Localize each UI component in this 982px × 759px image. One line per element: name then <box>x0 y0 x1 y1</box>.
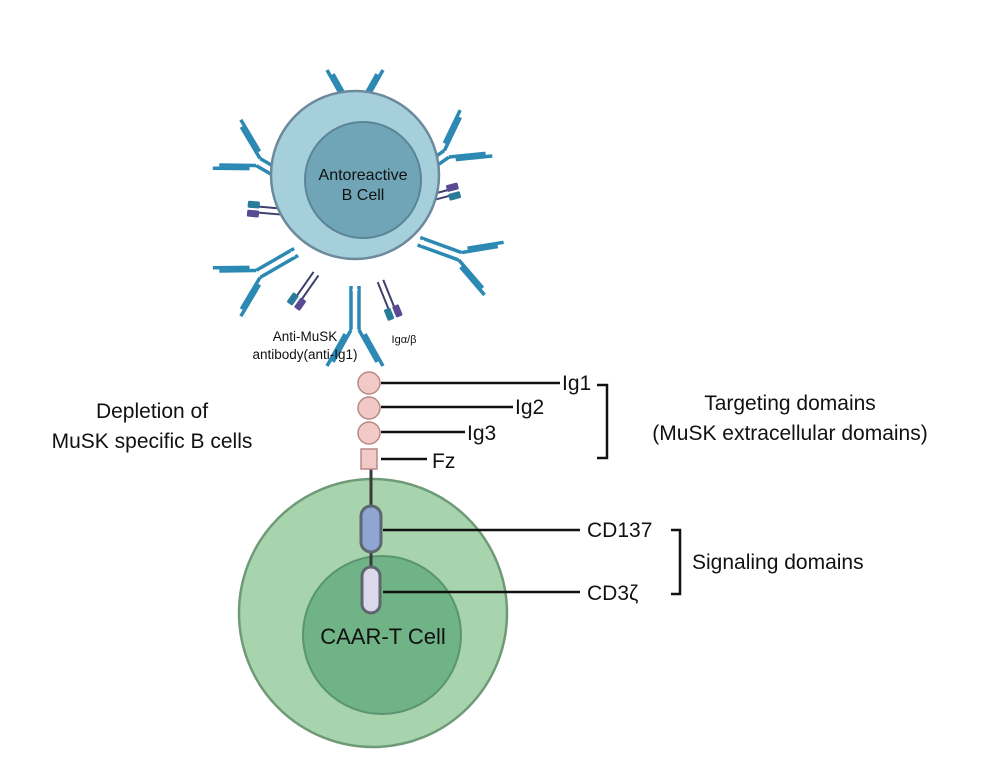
ig-alpha-beta-icon <box>372 277 404 323</box>
ig3-domain <box>357 421 381 445</box>
b-cell-label-line2: B Cell <box>342 187 385 204</box>
leader-lines <box>381 381 580 594</box>
ig1-label: Ig1 <box>562 372 591 395</box>
caar-construct <box>357 371 383 615</box>
cd3z-label: CD3ζ <box>587 582 638 605</box>
t-cell-nucleus <box>302 555 462 715</box>
antibody-label-line1: Anti-MuSK <box>273 329 338 344</box>
b-cell-label-line1: Antoreactive <box>319 167 408 184</box>
depletion-label-line1: Depletion of <box>96 400 208 423</box>
targeting-label-line1: Targeting domains <box>704 392 876 415</box>
targeting-bracket <box>597 383 609 460</box>
b-cell: Antoreactive B Cell <box>269 89 441 261</box>
ig2-label: Ig2 <box>515 396 544 419</box>
depletion-label-line2: MuSK specific B cells <box>52 430 253 453</box>
ig3-label: Ig3 <box>467 422 496 445</box>
b-cell-nucleus <box>304 121 422 239</box>
ig2-domain <box>357 396 381 420</box>
cd137-label: CD137 <box>587 519 652 542</box>
cd3z-domain <box>360 565 382 615</box>
cd137-domain <box>359 504 383 554</box>
targeting-label-line2: (MuSK extracellular domains) <box>652 422 927 445</box>
antibody-icon <box>407 213 506 297</box>
ig-alpha-beta-label: Igα/β <box>392 334 417 346</box>
signaling-bracket <box>671 528 682 596</box>
ig1-domain <box>357 371 381 395</box>
ig-alpha-beta-icon <box>285 268 324 313</box>
signaling-label: Signaling domains <box>692 551 864 574</box>
t-cell-label: CAAR-T Cell <box>320 624 446 649</box>
fz-label: Fz <box>432 450 455 473</box>
antibody-icon <box>211 226 312 318</box>
antibody-label-line2: antibody(anti-Ig1) <box>252 347 357 362</box>
fz-domain <box>360 448 378 470</box>
